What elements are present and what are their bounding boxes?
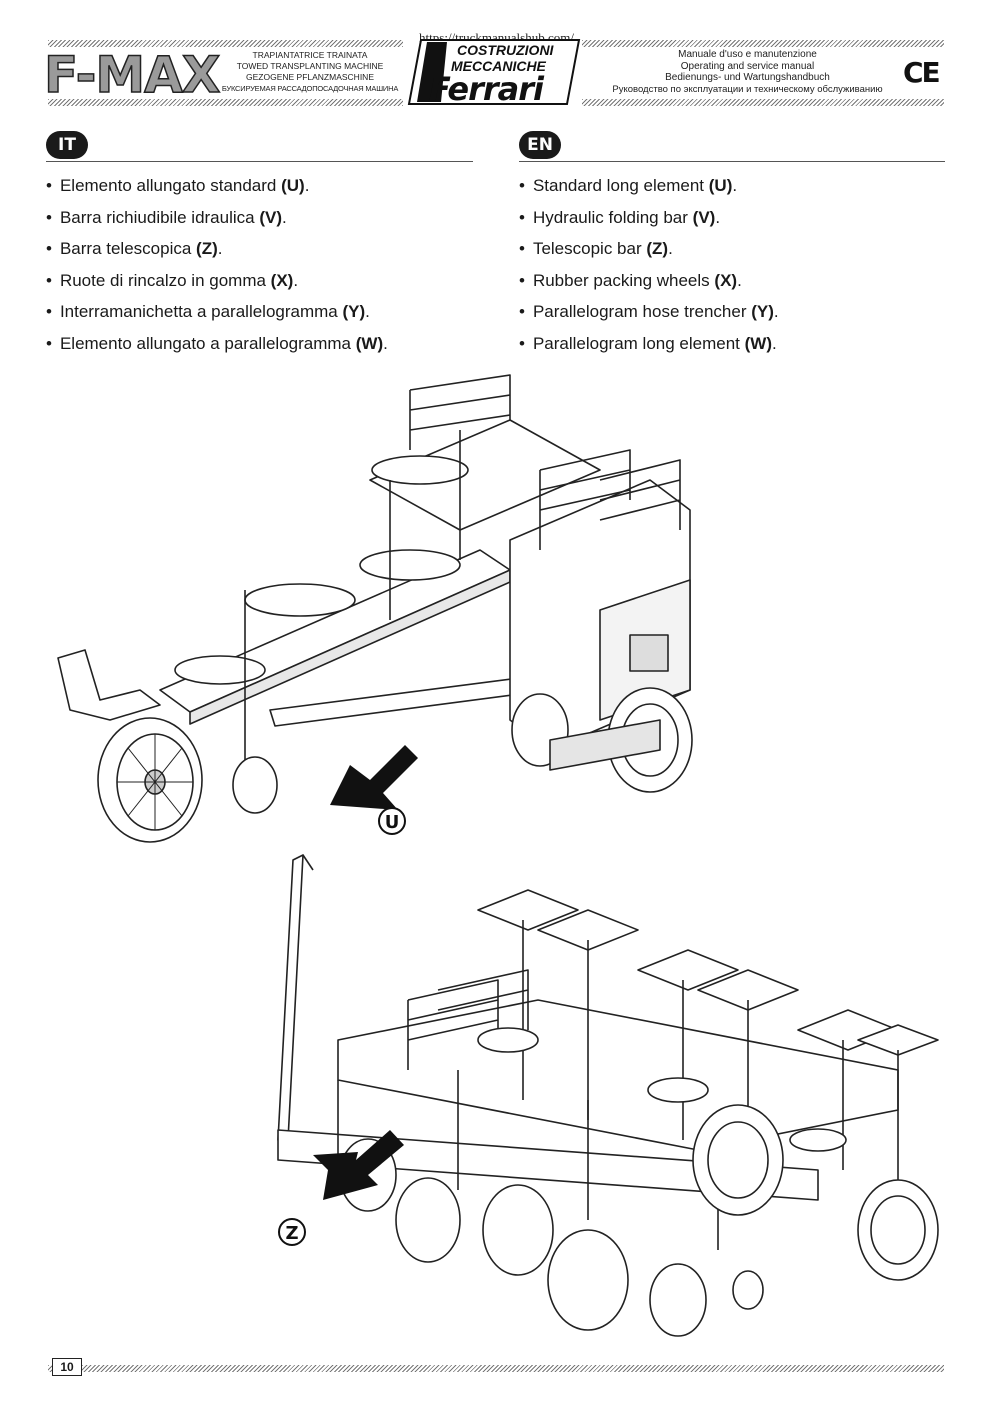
- manual-title-de: Bedienungs- und Wartungshandbuch: [665, 72, 830, 83]
- ce-mark: CE: [903, 56, 941, 89]
- callout-z: Z: [285, 1223, 298, 1244]
- ferrari-logo: COSTRUZIONI MECCANICHE Ferrari: [407, 39, 581, 108]
- list-item: Standard long element (U).: [519, 175, 949, 207]
- manual-title-it: Manuale d'uso e manutenzione: [678, 49, 817, 60]
- subtitle-it: TRAPIANTATRICE TRAINATA: [252, 50, 368, 60]
- list-item: Rubber packing wheels (X).: [519, 270, 949, 302]
- list-item: Parallelogram hose trencher (Y).: [519, 301, 949, 333]
- subtitle-de: GEZOGENE PFLANZMASCHINE: [246, 72, 374, 82]
- section-rule-it: [46, 161, 473, 162]
- machine-illustration-telescopic-bar: Z: [277, 854, 939, 1337]
- machine-subtitles: TRAPIANTATRICE TRAINATA TOWED TRANSPLANT…: [220, 50, 400, 94]
- accessory-list-it: Elemento allungato standard (U). Barra r…: [46, 175, 476, 364]
- page-number: 10: [52, 1358, 82, 1376]
- header-hatch-bottom-left: [48, 99, 403, 106]
- accessory-list-en: Standard long element (U). Hydraulic fol…: [519, 175, 949, 364]
- list-item: Ruote di rincalzo in gomma (X).: [46, 270, 476, 302]
- manual-titles: Manuale d'uso e manutenzione Operating a…: [590, 49, 905, 95]
- subtitle-en: TOWED TRANSPLANTING MACHINE: [236, 61, 384, 71]
- list-item: Elemento allungato a parallelogramma (W)…: [46, 333, 476, 365]
- logo-line-1: COSTRUZIONI: [457, 42, 555, 58]
- header-hatch-top-left: [48, 40, 403, 47]
- footer-hatch: [48, 1365, 944, 1372]
- header-hatch-bottom-right: [582, 99, 944, 106]
- logo-brand: Ferrari: [429, 70, 545, 108]
- list-item: Barra richiudibile idraulica (V).: [46, 207, 476, 239]
- manual-title-ru: Руководство по эксплуатации и техническо…: [612, 83, 883, 95]
- section-rule-en: [519, 161, 945, 162]
- list-item: Telescopic bar (Z).: [519, 238, 949, 270]
- manual-title-en: Operating and service manual: [680, 60, 815, 72]
- lang-badge-it: IT: [46, 131, 88, 159]
- list-item: Elemento allungato standard (U).: [46, 175, 476, 207]
- logo-line-2: MECCANICHE: [451, 58, 547, 74]
- model-title: F-MAX: [43, 46, 221, 104]
- list-item: Parallelogram long element (W).: [519, 333, 949, 365]
- list-item: Interramanichetta a parallelogramma (Y).: [46, 301, 476, 333]
- callout-u: U: [385, 812, 400, 833]
- machine-illustration-long-element: U: [57, 374, 693, 843]
- header-hatch-top-right: [582, 40, 944, 47]
- list-item: Barra telescopica (Z).: [46, 238, 476, 270]
- list-item: Hydraulic folding bar (V).: [519, 207, 949, 239]
- lang-badge-en: EN: [519, 131, 561, 159]
- subtitle-ru: БУКСИРУЕМАЯ РАССАДОПОСАДОЧНАЯ МАШИНА: [221, 84, 399, 93]
